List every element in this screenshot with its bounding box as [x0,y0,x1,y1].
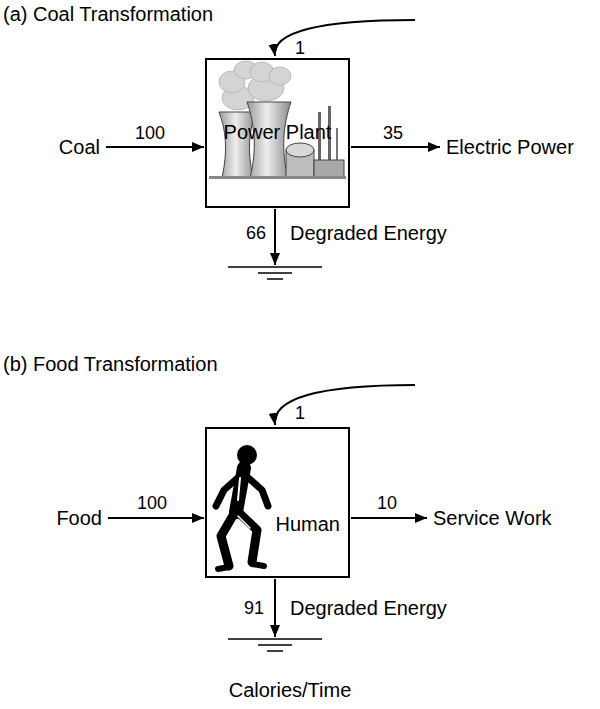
label-text: Electric Power [446,136,574,158]
label-text: 1 [295,403,305,423]
human-box: Human [205,427,350,578]
input-number: 1 [295,403,305,424]
flow-number: 66 [246,223,266,244]
label-text: Service Work [433,507,552,529]
ground-symbol [228,267,322,651]
input-label: Coal [59,136,100,159]
label-text: (a) Coal Transformation [3,3,213,25]
label-text: Degraded Energy [290,597,447,619]
flow-number: 10 [377,493,397,514]
output-label: Service Work [433,507,552,530]
label-text: Degraded Energy [290,222,447,244]
flow-number: 100 [135,123,165,144]
power-plant-picture [209,61,346,179]
node-label: Power Plant [224,121,332,144]
panel-heading: (b) Food Transformation [3,353,218,376]
output-label: Electric Power [446,136,574,159]
input-label: Food [56,507,102,530]
label-text: 91 [244,598,264,618]
input-number: 1 [295,38,305,59]
power-plant-box: Power Plant [205,58,350,208]
label-text: 1 [295,38,305,58]
label-text: 66 [246,223,266,243]
label-text: Coal [59,136,100,158]
label-text: 100 [135,123,165,143]
flow-arrows [106,20,440,637]
panel-heading: (a) Coal Transformation [3,3,213,26]
label-text: Food [56,507,102,529]
loss-label: Degraded Energy [290,222,447,245]
flow-number: 100 [137,493,167,514]
flow-number: 91 [244,598,264,619]
label-text: 35 [383,123,403,143]
label-text: 100 [137,493,167,513]
label-text: Calories/Time [229,679,352,701]
node-label: Human [276,513,340,536]
loss-label: Degraded Energy [290,597,447,620]
label-text: (b) Food Transformation [3,353,218,375]
units-note: Calories/Time [229,679,352,702]
flow-number: 35 [383,123,403,144]
runner-picture [216,445,268,569]
label-text: 10 [377,493,397,513]
